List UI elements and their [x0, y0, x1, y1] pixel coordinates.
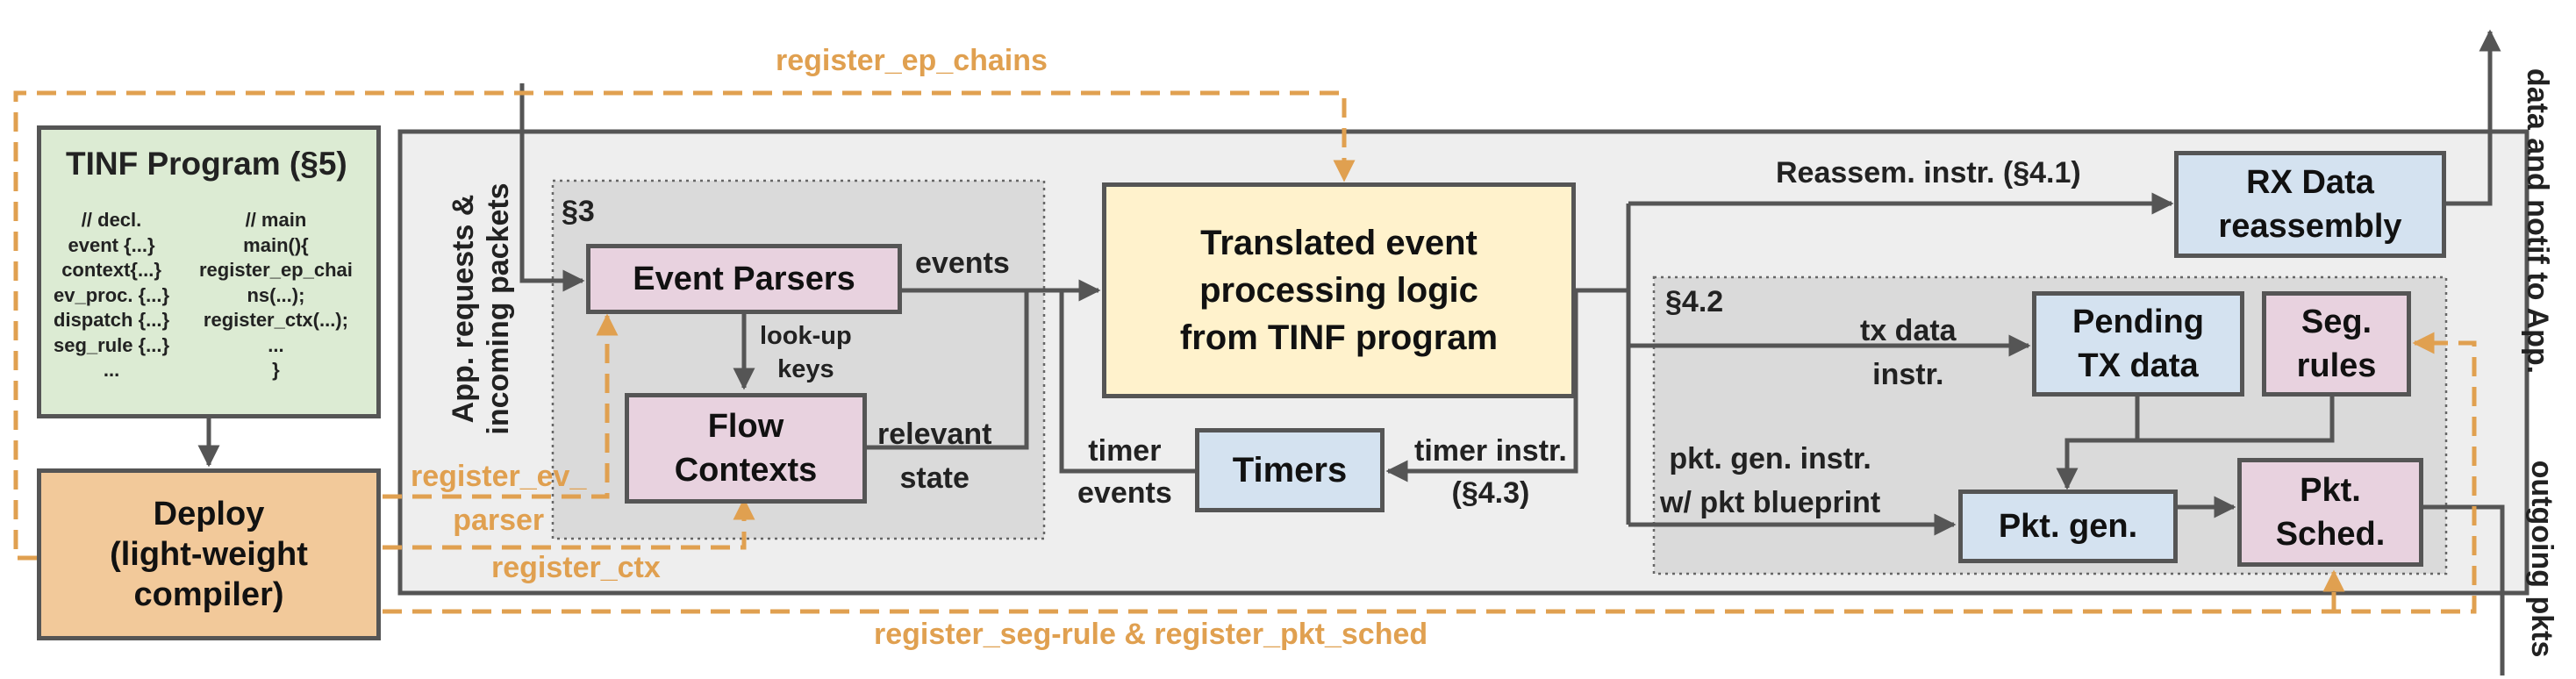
- seg-rules-box: Seg. rules: [2262, 291, 2411, 397]
- register-ev-parser-path: [383, 313, 619, 499]
- register-ep-chains-path: [13, 90, 1356, 561]
- rx-out-arrow: [2446, 29, 2501, 206]
- pending-down-line: [2056, 395, 2140, 490]
- register-ep-chains-label: register_ep_chains: [776, 44, 1048, 77]
- code-declarations: // decl. event {...} context{...} ev_pro…: [54, 209, 170, 381]
- events-label: events: [915, 247, 1010, 280]
- timer-events-label: timer events: [1077, 434, 1172, 510]
- outgoing-pkts-label: outgoing pkts: [2525, 460, 2558, 658]
- register-seg-rule-label: register_seg-rule & register_pkt_sched: [874, 618, 1428, 651]
- pkt-gen-instr-label: pkt. gen. instr. w/ pkt blueprint: [1660, 442, 1881, 519]
- reassem-instr-label: Reassem. instr. (§4.1): [1776, 156, 2081, 189]
- tinf-program-box: TINF Program (§5) // decl. event {...} c…: [37, 125, 381, 418]
- timer-events-line: [1059, 290, 1195, 474]
- seg-down-line: [2137, 395, 2335, 443]
- tx-data-instr-label: tx data instr.: [1860, 314, 1957, 391]
- pkt-sched-box: Pkt. Sched.: [2237, 458, 2423, 567]
- register-ev-parser-label: register_ev_ parser: [411, 460, 587, 537]
- register-ctx-label: register_ctx: [491, 551, 661, 584]
- app-requests-label: App. requests & incoming packets: [447, 182, 515, 435]
- data-notif-label: data and notif to App.: [2521, 68, 2554, 375]
- section-4-2-label: §4.2: [1665, 285, 1724, 318]
- lookup-keys-label: look-up keys: [760, 322, 852, 383]
- deploy-compiler-box: Deploy (light-weight compiler): [37, 468, 381, 640]
- tinf-program-title: TINF Program (§5): [66, 146, 347, 182]
- timers-box: Timers: [1195, 428, 1385, 512]
- section-3-label: §3: [562, 195, 595, 228]
- event-parsers-box: Event Parsers: [586, 244, 902, 314]
- timer-instr-arrow: [1385, 290, 1578, 482]
- outgoing-arrow: [2423, 504, 2505, 675]
- code-main: // main main(){ register_ep_chai ns(...)…: [199, 209, 353, 381]
- incoming-arrow: [519, 83, 585, 292]
- pending-tx-data-box: Pending TX data: [2032, 291, 2244, 397]
- relevant-state-label: relevant state: [877, 418, 992, 495]
- rx-data-reassembly-box: RX Data reassembly: [2174, 151, 2446, 258]
- timer-instr-label: timer instr. (§4.3): [1414, 434, 1567, 510]
- pkt-gen-box: Pkt. gen.: [1958, 490, 2178, 563]
- register-seg-rule-path: [383, 332, 2477, 614]
- register-ctx-path: [383, 497, 755, 550]
- flow-contexts-box: Flow Contexts: [625, 393, 867, 504]
- translated-logic-box: Translated event processing logic from T…: [1102, 182, 1576, 398]
- relevant-state-line: [867, 290, 1029, 450]
